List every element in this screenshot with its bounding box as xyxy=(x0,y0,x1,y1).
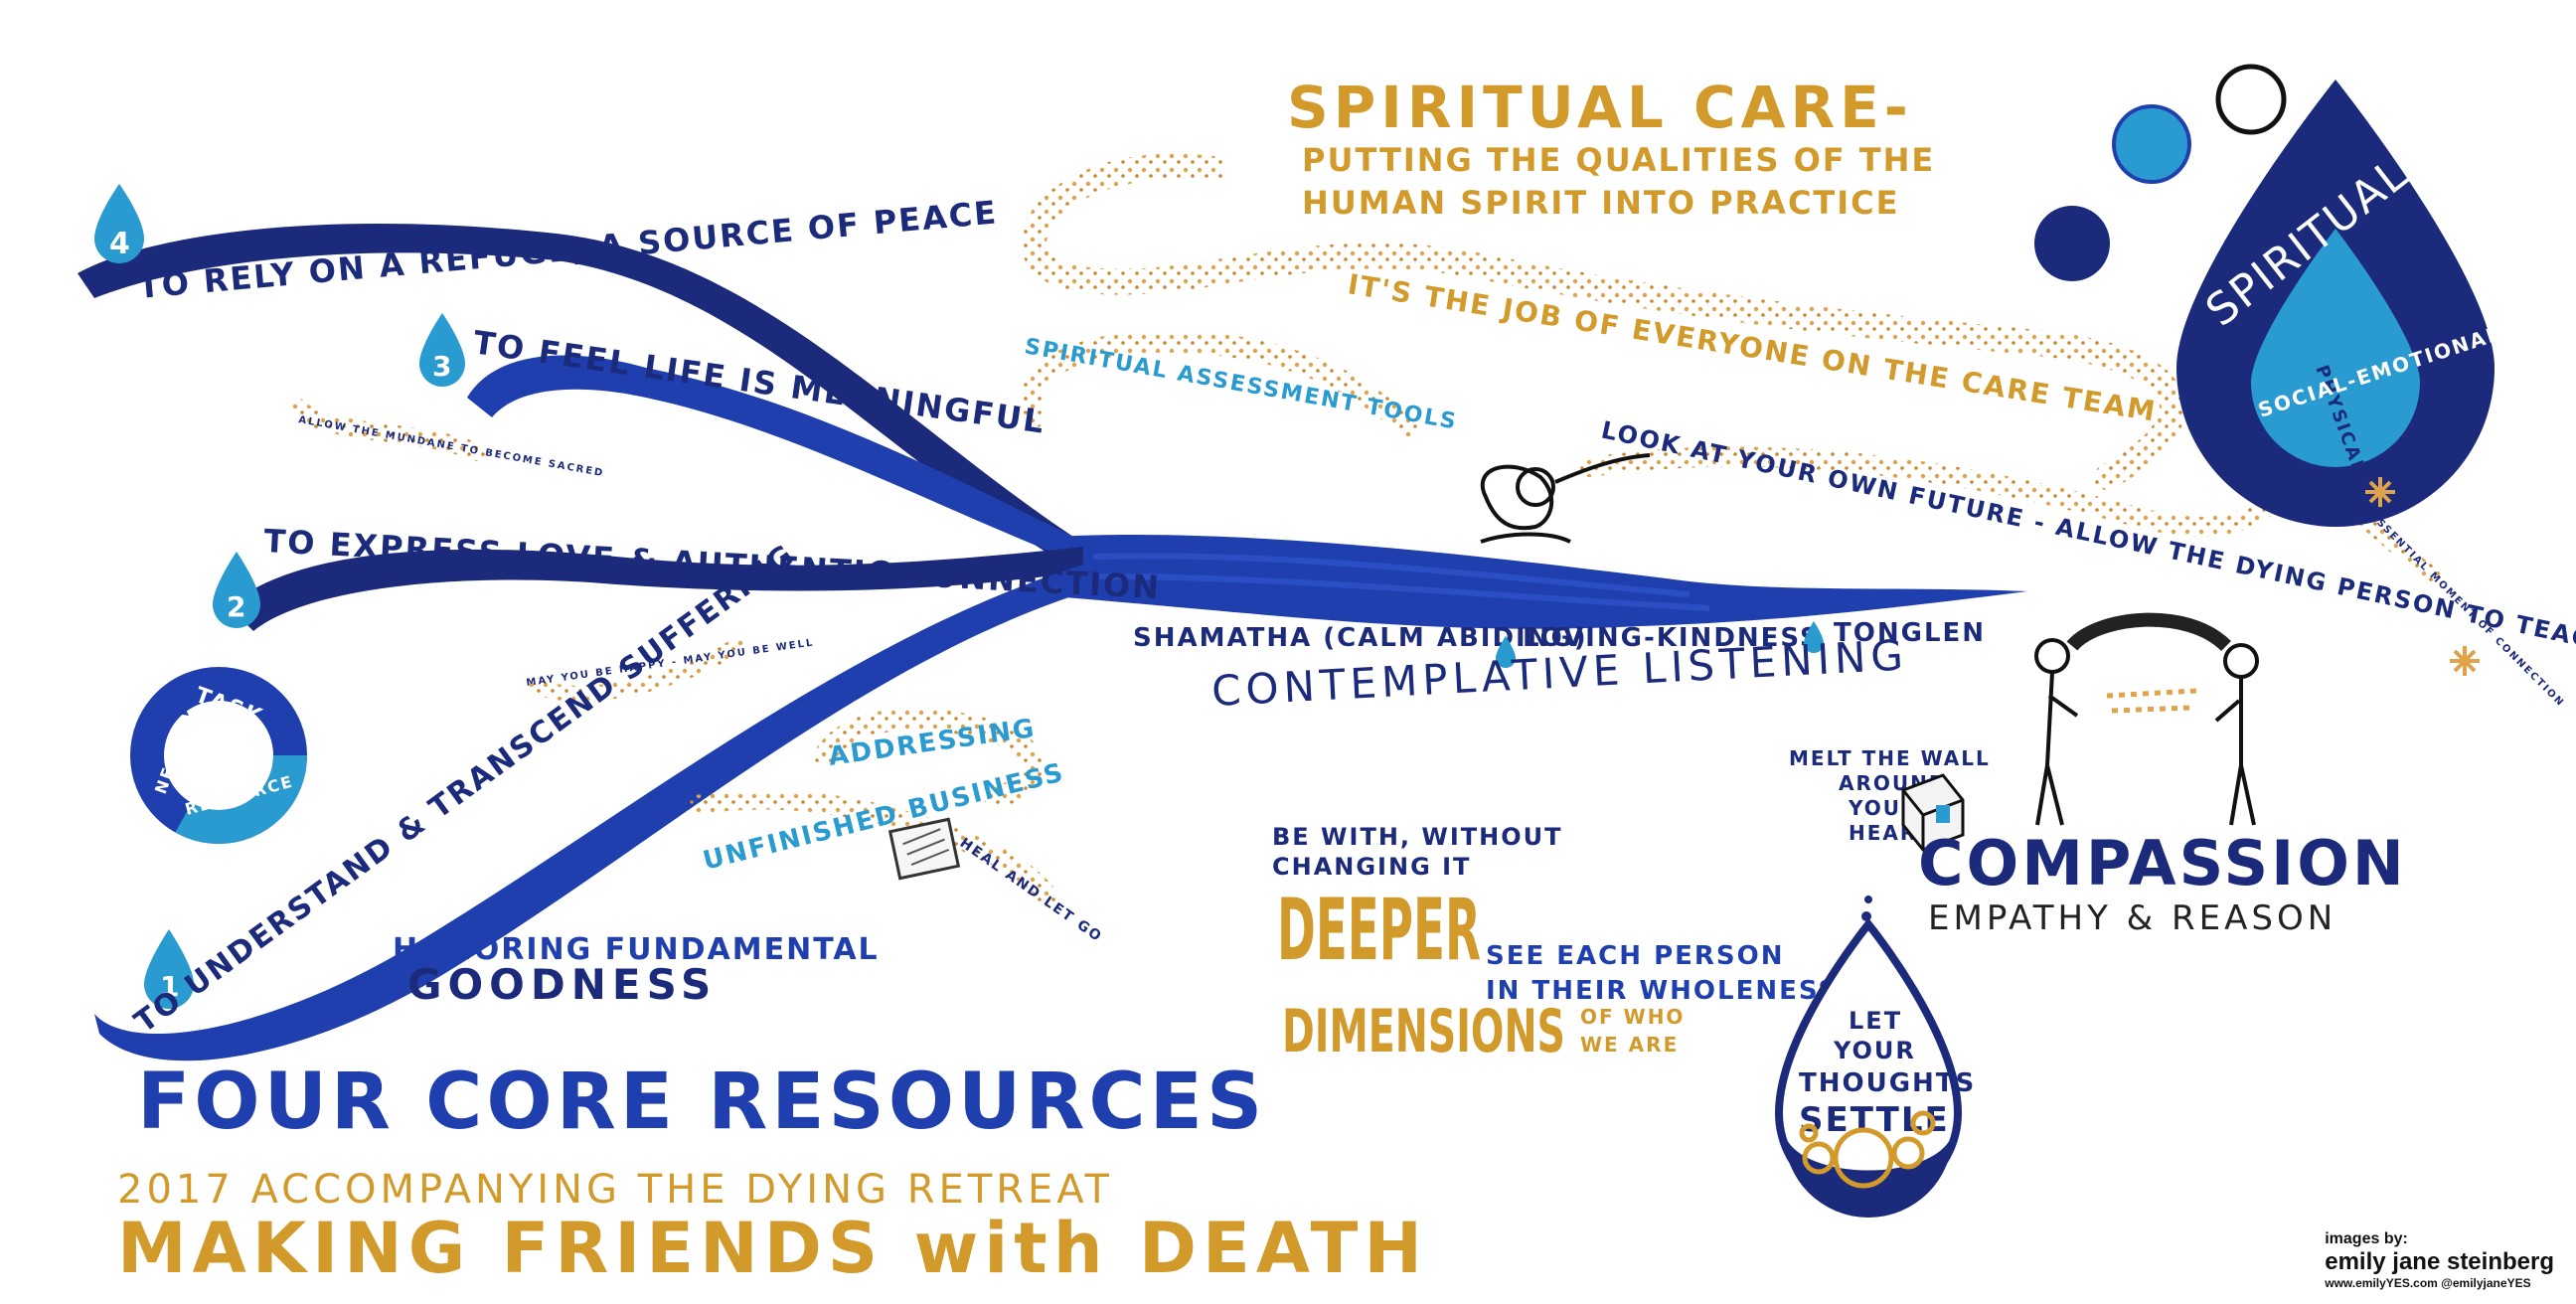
deeper-text: DEEPER xyxy=(1277,881,1481,980)
wave-text-mundane: ALLOW THE MUNDANE TO BECOME SACRED xyxy=(297,414,604,479)
stream-1 xyxy=(94,562,1103,1061)
wave-addressing xyxy=(814,708,1045,806)
wave-happy xyxy=(529,638,743,702)
wave-look-future xyxy=(1580,446,2306,537)
compassion-title: COMPASSION xyxy=(1918,827,2407,899)
practice-shamatha: SHAMATHA (CALM ABIDING) xyxy=(1133,623,1588,653)
wave-assessment xyxy=(1020,330,1422,438)
melt-1: MELT THE WALL xyxy=(1789,746,1991,770)
see-each-1: SEE EACH PERSON xyxy=(1486,941,1785,971)
main-title: MAKING FRIENDS with DEATH xyxy=(117,1208,1428,1289)
stream-4 xyxy=(78,223,1073,557)
goodness-text: GOODNESS xyxy=(407,960,717,1009)
retreat-line: 2017 ACCOMPANYING THE DYING RETREAT xyxy=(117,1167,1113,1213)
spiritual-care-title: SPIRITUAL CARE- xyxy=(1287,74,1913,141)
four-core-title: FOUR CORE RESOURCES xyxy=(137,1058,1266,1147)
decor-circle-cyan xyxy=(2112,104,2191,184)
dimensions-text: DIMENSIONS xyxy=(1282,997,1565,1066)
settle-3: THOUGHTS xyxy=(1799,1068,1976,1098)
cycle-diagram: TASK NEED RESOURCE xyxy=(130,667,307,844)
credit-web: www.emilyYES.com @emilyjaneYES xyxy=(2325,1276,2531,1290)
spiritual-care-sub2: HUMAN SPIRIT INTO PRACTICE xyxy=(1302,184,1900,222)
be-with-1: BE WITH, WITHOUT xyxy=(1272,823,1563,851)
river-streams xyxy=(78,223,2027,1061)
spiritual-care-sub1: PUTTING THE QUALITIES OF THE xyxy=(1302,141,1935,179)
wave-unfinished xyxy=(686,789,1057,907)
stream-2 xyxy=(229,547,1083,631)
artist-credit: images by: emily jane steinberg www.emil… xyxy=(2325,1230,2554,1290)
see-each-2: IN THEIR WHOLENESS xyxy=(1486,976,1839,1006)
ice-cube-icon xyxy=(1901,773,1965,852)
settle-drop: LET YOUR THOUGHTS SETTLE xyxy=(1774,896,1976,1218)
of-who-1: OF WHO xyxy=(1580,1005,1685,1029)
of-who-2: WE ARE xyxy=(1580,1033,1679,1057)
resource-1-number: 1 xyxy=(160,970,181,1003)
heal-text: HEAL AND LET GO xyxy=(957,835,1105,945)
wave-spiritual-care xyxy=(1021,153,2185,490)
two-people-icon xyxy=(2034,612,2259,826)
resource-3-number: 3 xyxy=(432,350,453,383)
practice-loving-kindness: LOVING-KINDNESS xyxy=(1523,623,1821,653)
stream-3 xyxy=(467,355,1083,557)
document-icon xyxy=(887,817,961,881)
meditating-figure-icon xyxy=(1480,453,1651,544)
spiritual-drop: SPIRITUAL PHYSICAL SOCIAL-EMOTIONAL xyxy=(2034,64,2504,527)
decor-circle-navy xyxy=(2034,206,2110,281)
resource-4-number: 4 xyxy=(109,227,132,261)
credit-name: emily jane steinberg xyxy=(2325,1248,2554,1275)
honoring-text: HONORING FUNDAMENTAL xyxy=(393,932,880,967)
drop-icon-1 xyxy=(1496,636,1516,668)
wave-mundane xyxy=(289,399,486,461)
be-with-2: CHANGING IT xyxy=(1272,853,1471,881)
resource-2-number: 2 xyxy=(227,590,247,623)
decor-circle-outline xyxy=(2215,64,2287,135)
empathy-reason: EMPATHY & REASON xyxy=(1928,898,2336,938)
settle-2: YOUR xyxy=(1833,1037,1916,1064)
drop-icon-2 xyxy=(1804,621,1824,653)
settle-1: LET xyxy=(1849,1007,1902,1035)
sparkle-icon xyxy=(2365,477,2480,676)
practice-tonglen: TONGLEN xyxy=(1834,618,1986,648)
credit-by: images by: xyxy=(2325,1230,2408,1247)
